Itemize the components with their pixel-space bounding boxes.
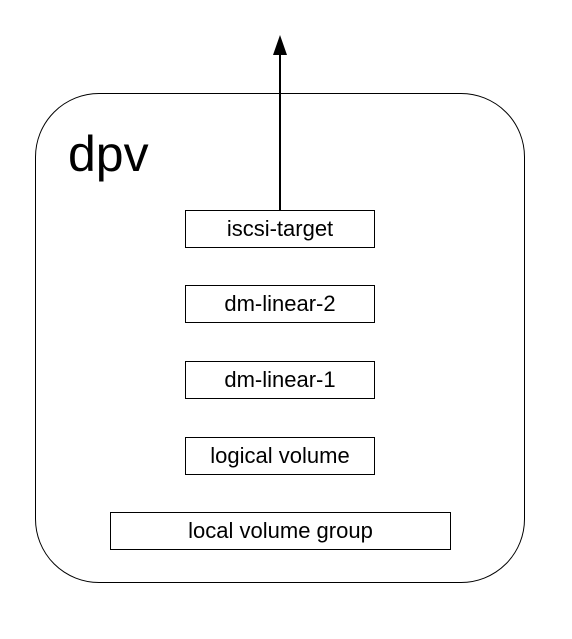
container-title: dpv [68, 126, 149, 182]
layer-label: local volume group [188, 518, 373, 543]
layer-local-volume-group: local volume group [110, 512, 451, 550]
layer-label: dm-linear-2 [224, 291, 336, 316]
layer-label: iscsi-target [226, 216, 334, 241]
layer-label: dm-linear-1 [224, 367, 336, 392]
layer-logical-volume: logical volume [185, 437, 375, 475]
layer-dm-linear-2: dm-linear-2 [185, 285, 375, 323]
layer-label: logical volume [210, 443, 350, 468]
layer-dm-linear-1: dm-linear-1 [185, 361, 375, 399]
layer-iscsi-target: iscsi-target [185, 210, 375, 248]
